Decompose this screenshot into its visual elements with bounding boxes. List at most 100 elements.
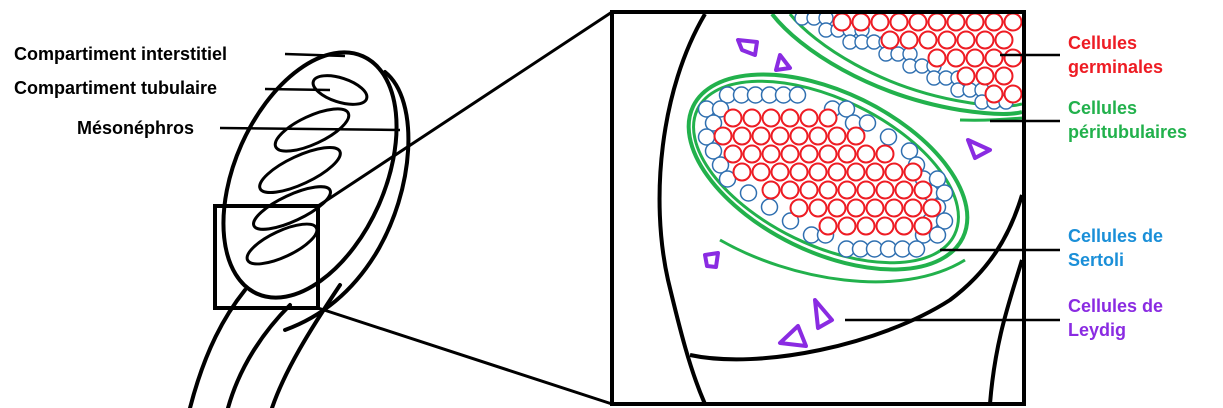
- germinal-cell: [958, 68, 975, 85]
- germinal-cell: [910, 14, 927, 31]
- testis-body: [189, 26, 432, 325]
- germinal-cell: [734, 128, 751, 145]
- sertoli-cell: [930, 227, 946, 243]
- germinal-cell: [877, 146, 894, 163]
- sertoli-cell: [881, 129, 897, 145]
- germinal-cell: [872, 14, 889, 31]
- germinal-cell: [996, 68, 1013, 85]
- label-cellules-de-sertoli: Cellules de Sertoli: [1068, 224, 1163, 272]
- germinal-cell: [858, 146, 875, 163]
- germinal-cell: [886, 200, 903, 217]
- germinal-cell: [763, 110, 780, 127]
- label-mesonephros: Mésonéphros: [77, 116, 194, 140]
- germinal-cell: [725, 110, 742, 127]
- germinal-cell: [996, 32, 1013, 49]
- germinal-cell: [986, 14, 1003, 31]
- label-line: Cellules de: [1068, 224, 1163, 248]
- germinal-cell: [977, 68, 994, 85]
- germinal-cell: [801, 146, 818, 163]
- germinal-cell: [820, 218, 837, 235]
- label-compartiment-interstitiel: Compartiment interstitiel: [14, 42, 227, 66]
- germinal-cell: [920, 32, 937, 49]
- germinal-cell: [858, 182, 875, 199]
- zoom-projection-top: [318, 12, 612, 206]
- germinal-cell: [929, 50, 946, 67]
- label-cellules-peritubulaires: Cellules péritubulaires: [1068, 96, 1187, 144]
- germinal-cell: [782, 182, 799, 199]
- label-cellules-germinales: Cellules germinales: [1068, 31, 1163, 79]
- germinal-cell: [744, 110, 761, 127]
- germinal-cell: [820, 182, 837, 199]
- germinal-cell: [810, 200, 827, 217]
- label-line: Cellules: [1068, 96, 1187, 120]
- germinal-cell: [877, 218, 894, 235]
- germinal-cell: [867, 200, 884, 217]
- label-line: germinales: [1068, 55, 1163, 79]
- germinal-cell: [839, 146, 856, 163]
- germinal-cell: [791, 128, 808, 145]
- germinal-cell: [772, 128, 789, 145]
- germinal-cell: [853, 14, 870, 31]
- germinal-cell: [829, 128, 846, 145]
- germinal-cell: [848, 128, 865, 145]
- germinal-cell: [834, 14, 851, 31]
- germinal-cell: [772, 164, 789, 181]
- sertoli-cell: [762, 199, 778, 215]
- germinal-cell: [810, 164, 827, 181]
- germinal-cell: [782, 110, 799, 127]
- germinal-cell: [958, 32, 975, 49]
- germinal-cell: [1005, 14, 1022, 31]
- germinal-cell: [905, 164, 922, 181]
- germinal-cell: [801, 182, 818, 199]
- label-compartiment-tubulaire: Compartiment tubulaire: [14, 76, 217, 100]
- germinal-cell: [948, 50, 965, 67]
- germinal-cell: [967, 50, 984, 67]
- germinal-cell: [858, 218, 875, 235]
- germinal-cell: [891, 14, 908, 31]
- germinal-cell: [848, 200, 865, 217]
- germinal-cell: [782, 146, 799, 163]
- germinal-cell: [939, 32, 956, 49]
- label-line: Sertoli: [1068, 248, 1163, 272]
- label-line: Leydig: [1068, 318, 1163, 342]
- germinal-cell: [791, 200, 808, 217]
- label-line: Cellules de: [1068, 294, 1163, 318]
- zoom-projection-bottom: [318, 308, 612, 404]
- germinal-cell: [725, 146, 742, 163]
- germinal-cell: [1005, 86, 1022, 103]
- sertoli-cell: [909, 241, 925, 257]
- leader-tubulaire: [265, 89, 330, 90]
- germinal-cell: [753, 128, 770, 145]
- germinal-cell: [896, 218, 913, 235]
- germinal-cell: [948, 14, 965, 31]
- germinal-cell: [905, 200, 922, 217]
- label-line: péritubulaires: [1068, 120, 1187, 144]
- germinal-cell: [848, 164, 865, 181]
- germinal-cell: [924, 200, 941, 217]
- germinal-cell: [820, 146, 837, 163]
- germinal-cell: [877, 182, 894, 199]
- germinal-cell: [986, 86, 1003, 103]
- germinal-cell: [977, 32, 994, 49]
- germinal-cell: [744, 146, 761, 163]
- germinal-cell: [929, 14, 946, 31]
- germinal-cell: [791, 164, 808, 181]
- germinal-cell: [715, 128, 732, 145]
- germinal-cell: [986, 50, 1003, 67]
- germinal-cell: [915, 182, 932, 199]
- germinal-cell: [801, 110, 818, 127]
- germinal-cell: [896, 182, 913, 199]
- germinal-cell: [763, 146, 780, 163]
- germinal-cell: [839, 182, 856, 199]
- label-cellules-de-leydig: Cellules de Leydig: [1068, 294, 1163, 342]
- label-line: Cellules: [1068, 31, 1163, 55]
- germinal-cell: [763, 182, 780, 199]
- germinal-cell: [839, 218, 856, 235]
- germinal-cell: [829, 200, 846, 217]
- germinal-cell: [829, 164, 846, 181]
- germinal-cell: [967, 14, 984, 31]
- germinal-cell: [882, 32, 899, 49]
- germinal-cell: [886, 164, 903, 181]
- germinal-cell: [820, 110, 837, 127]
- germinal-cell: [915, 218, 932, 235]
